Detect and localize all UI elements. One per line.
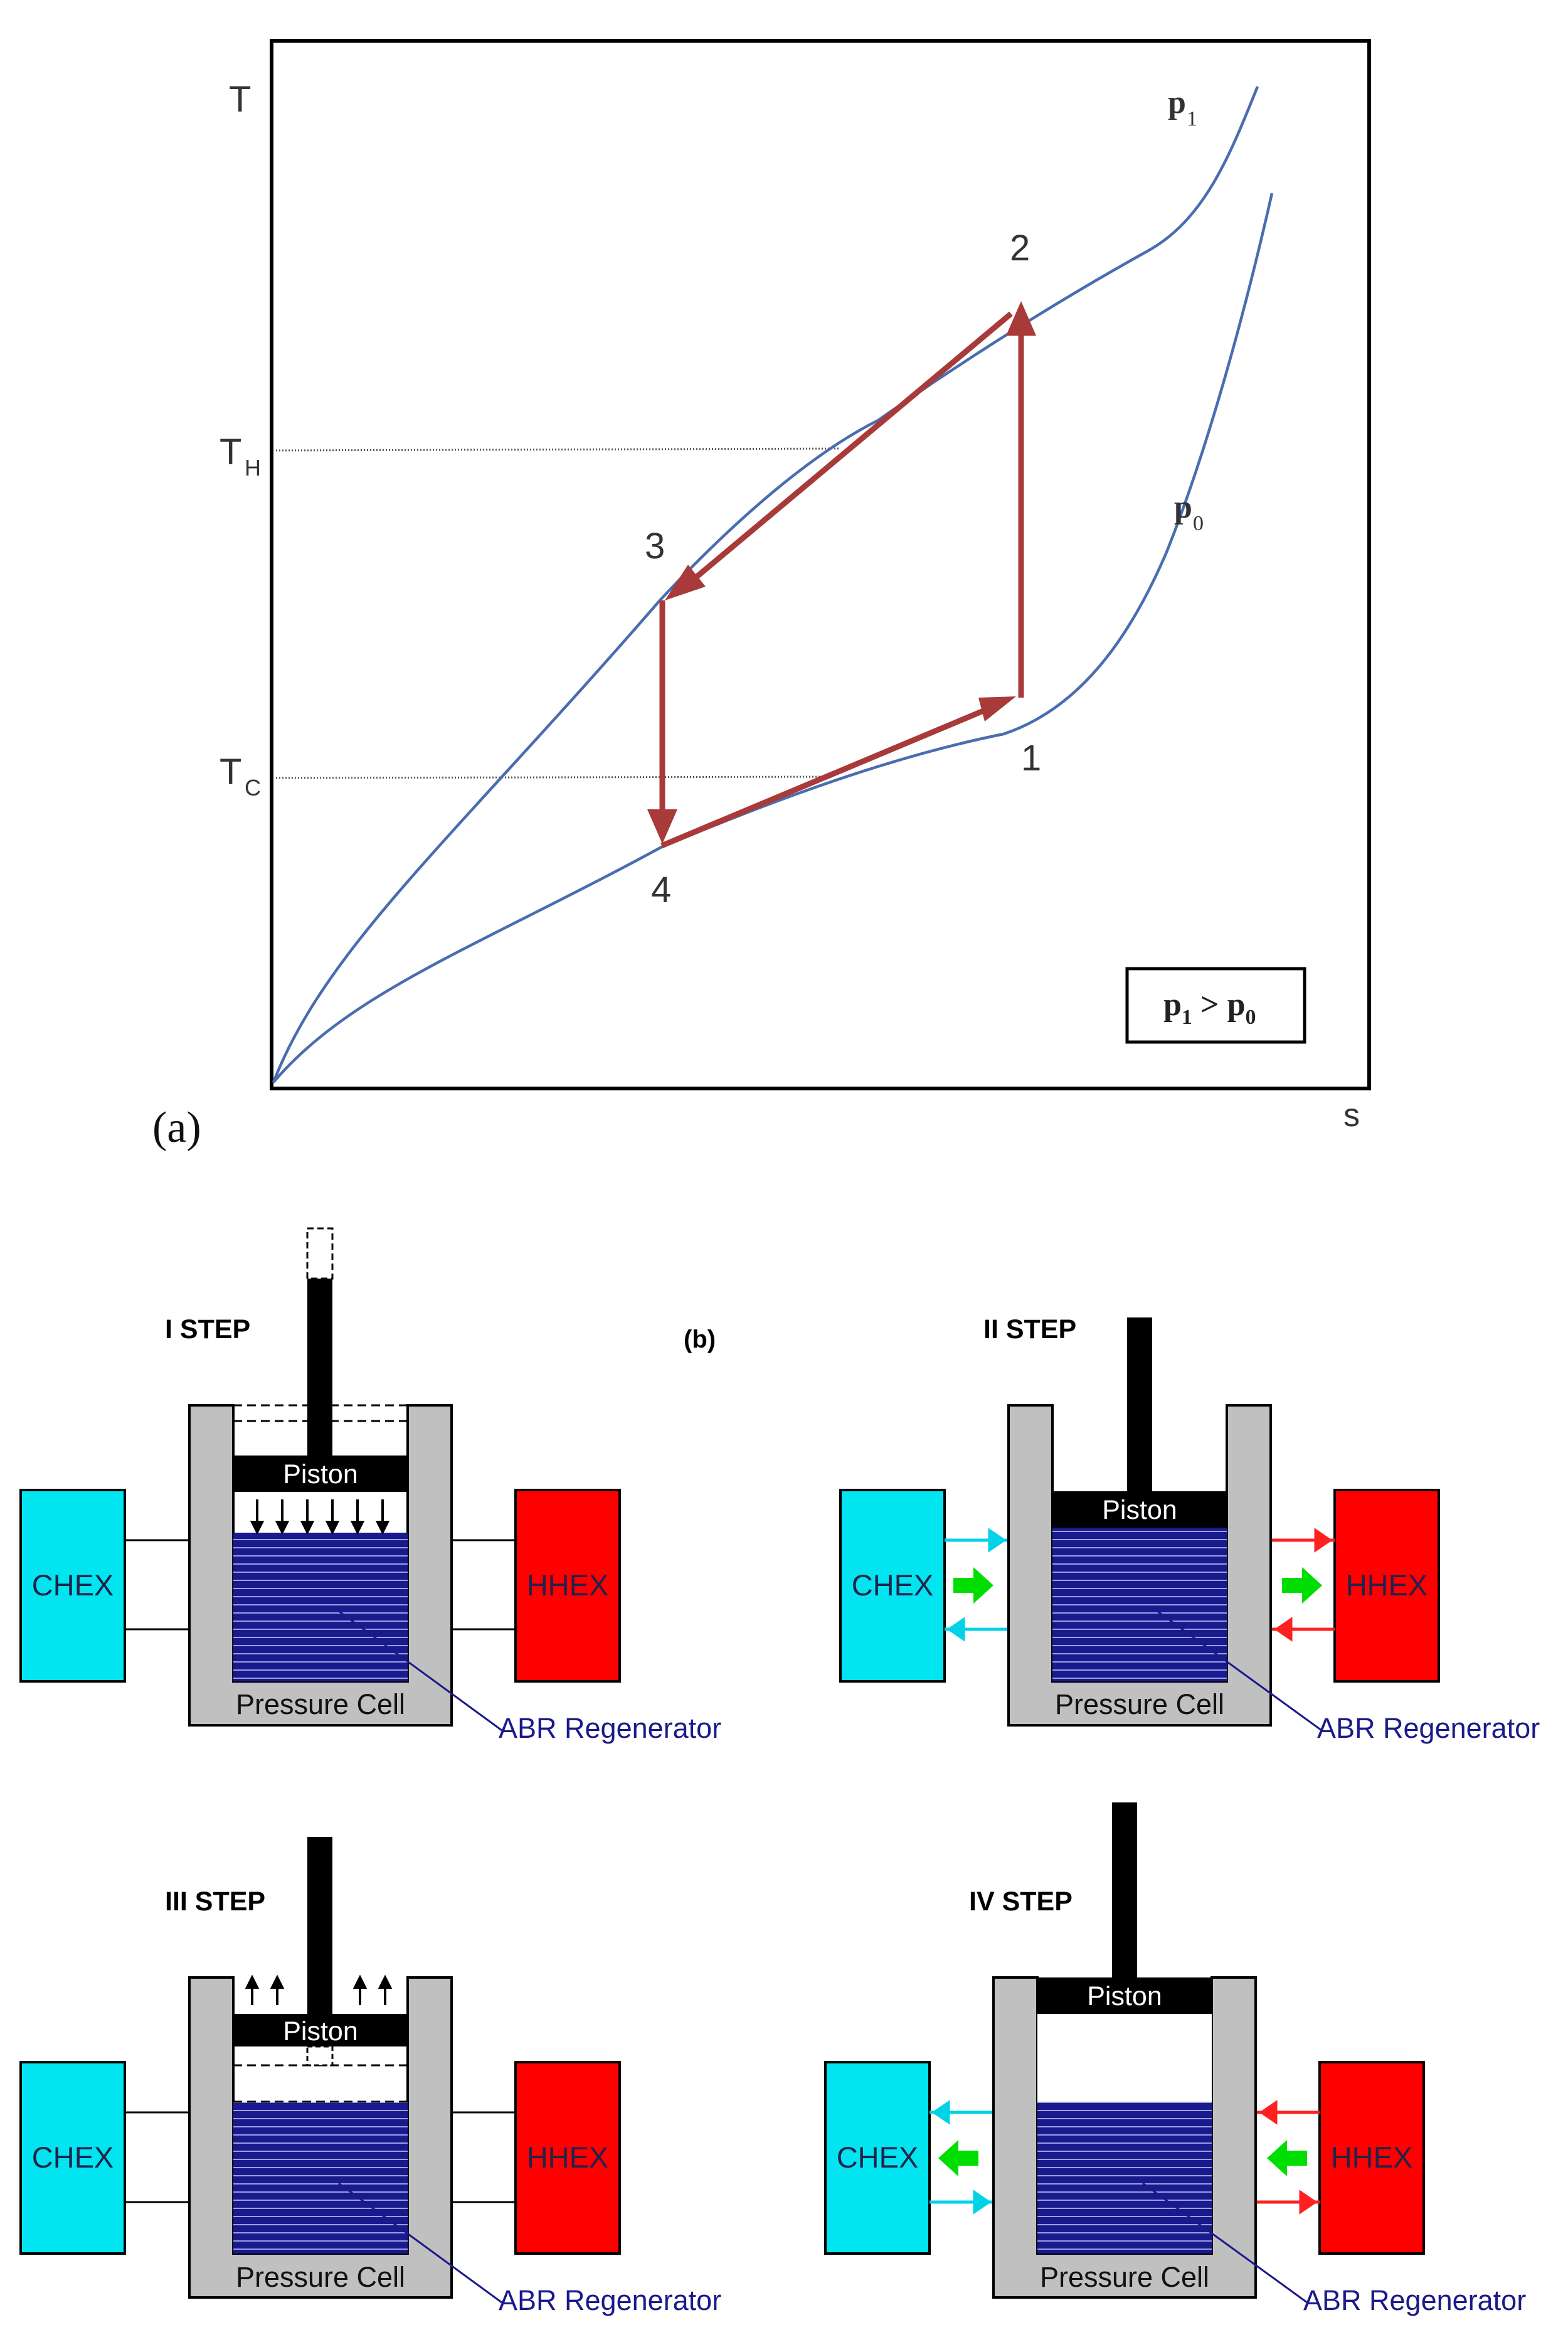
point-label-1: 1 xyxy=(1021,738,1041,779)
piston-rod xyxy=(307,1837,332,2014)
step-4-title: IV STEP xyxy=(969,1887,1073,1917)
piston-rod-ghost xyxy=(306,1227,334,1280)
cold-flow-lines xyxy=(930,2100,993,2215)
pressure-cell-label: Pressure Cell xyxy=(236,1688,405,1720)
plot-frame xyxy=(270,39,1371,1090)
svg-text:p1 > p0: p1 > p0 xyxy=(1163,987,1256,1029)
step-3-diagram: III STEP CHEX HHEX Piston Pressure Cell … xyxy=(19,1837,721,2316)
piston-label: Piston xyxy=(283,2016,358,2046)
chex-label: CHEX xyxy=(32,2141,114,2174)
step-3-title: III STEP xyxy=(165,1887,265,1917)
piston-rod-ghost xyxy=(306,2045,334,2067)
cycle-path xyxy=(647,301,1036,849)
point-label-3: 3 xyxy=(645,526,665,567)
flow-arrow-right xyxy=(1282,1567,1322,1604)
svg-text:T: T xyxy=(220,752,241,792)
piston xyxy=(233,1456,408,1492)
chex-box xyxy=(839,1489,946,1683)
chex-label: CHEX xyxy=(32,1568,114,1602)
th-tick-label: T H xyxy=(220,432,261,481)
expansion-arrows xyxy=(245,1974,393,2005)
regenerator xyxy=(1052,1528,1227,1681)
hhex-box xyxy=(1318,2061,1425,2255)
pressure-legend-text: p1 > p0 xyxy=(1163,987,1256,1029)
x-axis-label: s xyxy=(1343,1097,1360,1134)
hot-flow-lines xyxy=(1271,1528,1335,1642)
arrow-head-at-1 xyxy=(978,696,1016,721)
hhex-box xyxy=(514,2061,621,2255)
piston-rod xyxy=(1112,1802,1137,1977)
piston-rod xyxy=(1127,1317,1152,1491)
pressure-cell-label: Pressure Cell xyxy=(1040,2261,1209,2293)
th-guide-line xyxy=(275,447,841,452)
cycle-leg-2-3 xyxy=(694,311,1013,580)
hhex-label: HHEX xyxy=(527,1568,609,1602)
step-1-title: I STEP xyxy=(165,1314,250,1344)
chex-label: CHEX xyxy=(837,2141,919,2174)
piston xyxy=(1052,1491,1227,1528)
svg-text:1: 1 xyxy=(1187,107,1197,130)
svg-text:H: H xyxy=(245,455,261,481)
cold-flow-lines xyxy=(945,1528,1009,1642)
pressure-cell-label: Pressure Cell xyxy=(236,2261,405,2293)
arrow-head-at-4 xyxy=(647,809,677,844)
abr-regenerator-label: ABR Regenerator xyxy=(1303,2284,1526,2316)
step-1-diagram: I STEP CHEX HHEX Piston Pressure Cell AB… xyxy=(19,1227,721,1744)
hot-flow-lines xyxy=(1256,2100,1320,2215)
tc-tick-label: T C xyxy=(220,752,261,801)
piston-rod xyxy=(307,1261,332,1456)
step-4-diagram: IV STEP CHEX HHEX Piston Pressure Cell A… xyxy=(824,1802,1526,2316)
y-axis-label: T xyxy=(229,79,251,120)
compression-arrows xyxy=(250,1499,390,1535)
step-2-diagram: II STEP CHEX HHEX Piston Pressure Cell A… xyxy=(839,1314,1540,1744)
flow-arrow-right xyxy=(1267,2140,1307,2176)
hhex-label: HHEX xyxy=(1331,2141,1413,2174)
flow-arrow-left xyxy=(938,2140,978,2176)
abr-regenerator-label: ABR Regenerator xyxy=(499,1712,721,1744)
p1-isobar-curve xyxy=(272,86,1259,1083)
svg-text:0: 0 xyxy=(1193,512,1204,535)
regenerator xyxy=(233,2102,408,2254)
pressure-legend-box xyxy=(1125,967,1306,1044)
regenerator xyxy=(233,1533,408,1681)
regenerator xyxy=(1037,2102,1212,2254)
cycle-leg-4-1 xyxy=(660,706,989,849)
chex-box xyxy=(824,2061,931,2255)
arrow-head-at-2 xyxy=(1006,301,1036,336)
piston-label: Piston xyxy=(283,1459,358,1489)
svg-text:C: C xyxy=(245,775,261,801)
ts-diagram: T s T H T C p 1 p 0 xyxy=(152,39,1371,1152)
panel-b-label: (b) xyxy=(684,1326,716,1353)
piston-label: Piston xyxy=(1102,1495,1177,1525)
chex-label: CHEX xyxy=(852,1568,934,1602)
p1-curve-label: p 1 xyxy=(1168,85,1197,130)
p0-curve-label: p 0 xyxy=(1174,489,1204,535)
point-label-4: 4 xyxy=(651,870,671,910)
panel-a-label: (a) xyxy=(152,1104,201,1152)
abr-regenerator-label: ABR Regenerator xyxy=(499,2284,721,2316)
hhex-box xyxy=(1333,1489,1440,1683)
hhex-box xyxy=(514,1489,621,1683)
svg-text:p: p xyxy=(1174,489,1192,525)
step-2-title: II STEP xyxy=(983,1314,1076,1344)
piston-label: Piston xyxy=(1087,1981,1162,2011)
chex-box xyxy=(19,1489,126,1683)
chex-box xyxy=(19,2061,126,2255)
hhex-label: HHEX xyxy=(527,2141,609,2174)
piston xyxy=(1037,1977,1212,2014)
pressure-cell-label: Pressure Cell xyxy=(1055,1688,1224,1720)
svg-text:T: T xyxy=(220,432,241,472)
p0-isobar-curve xyxy=(272,193,1274,1083)
tc-guide-line xyxy=(275,775,835,779)
point-label-2: 2 xyxy=(1010,228,1030,269)
pressure-cell xyxy=(188,1976,453,2299)
hhex-label: HHEX xyxy=(1346,1568,1428,1602)
abr-regenerator-label: ABR Regenerator xyxy=(1317,1712,1540,1744)
arrow-head-at-3 xyxy=(665,565,706,600)
svg-text:p: p xyxy=(1168,85,1186,120)
flow-arrow-left xyxy=(953,1567,993,1604)
piston xyxy=(233,2014,408,2046)
